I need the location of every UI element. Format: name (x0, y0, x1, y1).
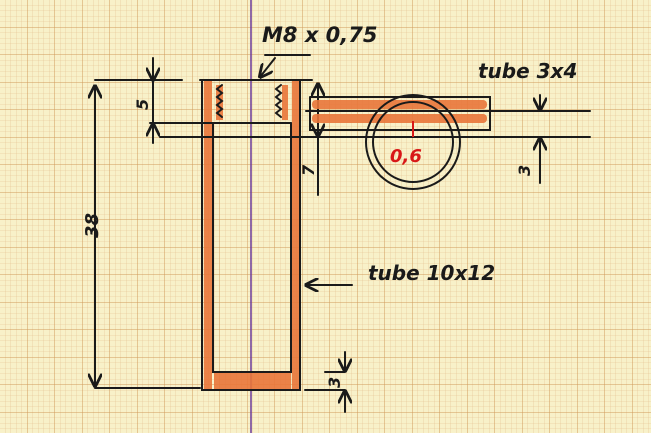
small-tube-section (169, 94, 591, 190)
main-tube (199, 79, 313, 391)
main-tube-label: tube 10x12 (368, 261, 495, 285)
wall-thickness-label: 0,6 (390, 146, 422, 167)
dim-bottom-plug: 3 (325, 377, 344, 388)
dim-thread-length: 5 (133, 99, 152, 110)
small-tube-label: tube 3x4 (478, 59, 577, 83)
dim-overall-length: 38 (82, 213, 103, 238)
thread-spec-label: M8 x 0,75 (262, 23, 378, 47)
dim-small-tube-height: 3 (515, 165, 534, 176)
thread-marks (215, 84, 288, 120)
dim-top-section: 7 (299, 164, 318, 176)
